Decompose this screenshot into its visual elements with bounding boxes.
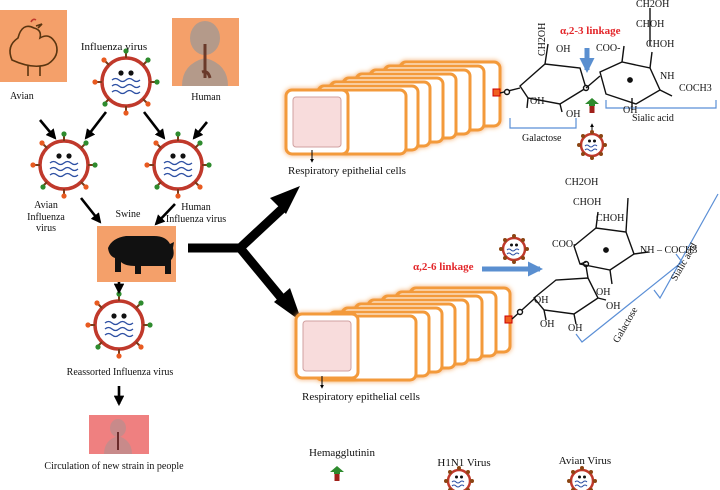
chem-chain-top-3: CHOH <box>646 39 675 50</box>
label-avian: Avian <box>10 91 34 102</box>
chem-chain-top-1: CH2OH <box>636 0 670 10</box>
alpha23-molecule <box>499 8 673 113</box>
label-human-influenza-virus: Human Influenza virus <box>165 202 227 225</box>
receptor-bottom <box>504 315 513 324</box>
galactose-brace-bottom <box>575 253 683 343</box>
h1n1-virus-binding-icon <box>497 232 531 266</box>
chem-ch2oh-vertical: CH2OH <box>537 22 548 56</box>
legend-h1n1-virus-icon <box>442 464 476 490</box>
human-silhouette-icon <box>182 21 228 86</box>
chem-chain-top-2: CHOH <box>636 19 665 30</box>
label-alpha26-linkage: α,2-6 linkage <box>413 261 474 273</box>
chem-oh-bottom-5: OH <box>568 323 583 334</box>
respiratory-cell-stack-bottom <box>294 286 512 382</box>
chem-oh-top-3: OH <box>566 109 581 120</box>
label-galactose-top: Galactose <box>522 133 562 144</box>
sialic-brace-top <box>605 100 717 109</box>
legend-label-h1n1: H1N1 Virus <box>437 457 491 469</box>
chem-oh-bottom-2: OH <box>534 295 549 306</box>
label-sialic-acid-top: Sialic acid <box>632 113 674 124</box>
cell-label-pointers <box>310 150 324 389</box>
chicken-icon <box>9 18 58 76</box>
legend-avian-virus-icon <box>565 464 599 490</box>
chem-chain-bottom-1: CH2OH <box>565 177 599 188</box>
alpha26-molecule <box>511 197 649 325</box>
chem-coch3-top: COCH3 <box>679 83 712 94</box>
hemagglutinin-receptor-icon <box>585 98 599 113</box>
label-circulation: Circulation of new strain in people <box>44 461 184 472</box>
chem-oh-top-2: OH <box>530 96 545 107</box>
reassorted-virus-icon <box>83 289 155 361</box>
respiratory-cell-stack-top <box>284 60 502 156</box>
label-human: Human <box>191 92 221 103</box>
branch-arrow <box>188 186 302 322</box>
flow-arrows <box>39 111 209 407</box>
label-alpha23-linkage: α,2-3 linkage <box>560 25 621 37</box>
chem-oh-bottom-4: OH <box>540 319 555 330</box>
chem-oh-top-4: OH <box>623 105 638 116</box>
legend-hemagglutinin-icon <box>330 466 344 481</box>
chem-oh-bottom-3: OH <box>606 301 621 312</box>
label-resp-cells-bottom: Respiratory epithelial cells <box>302 391 420 403</box>
chem-oh-top-1: OH <box>556 44 571 55</box>
label-influenza-virus: Influenza virus <box>80 41 148 53</box>
label-avian-influenza-virus: Avian Influenza virus <box>27 200 65 234</box>
legend-label-hemagglutinin: Hemagglutinin <box>309 447 375 459</box>
legend-label-avian-virus: Avian Virus <box>558 455 612 467</box>
human-influenza-virus-icon <box>142 129 214 201</box>
chem-nh-coch3-bottom: NH – COCH3 <box>640 245 698 256</box>
influenza-virus-icon <box>90 46 162 118</box>
chem-oh-bottom-1: OH <box>596 287 611 298</box>
receptor-top <box>492 88 501 97</box>
galactose-brace-top <box>509 118 577 129</box>
label-resp-cells-top: Respiratory epithelial cells <box>288 165 406 177</box>
chem-coo-top: COO- <box>596 43 621 54</box>
chem-nh-top: NH <box>660 71 675 82</box>
pig-icon <box>108 236 174 274</box>
sialic-brace-bottom <box>653 193 719 300</box>
avian-virus-binding-icon <box>575 128 609 162</box>
chem-chain-bottom-3: CHOH <box>596 213 625 224</box>
chem-coo-bottom: COO- <box>552 239 577 250</box>
label-reassorted: Reassorted Influenza virus <box>66 367 174 378</box>
avian-influenza-virus-icon <box>28 129 100 201</box>
human-silhouette-small-icon <box>104 419 132 454</box>
chem-chain-bottom-2: CHOH <box>573 197 602 208</box>
label-swine: Swine <box>115 209 141 220</box>
